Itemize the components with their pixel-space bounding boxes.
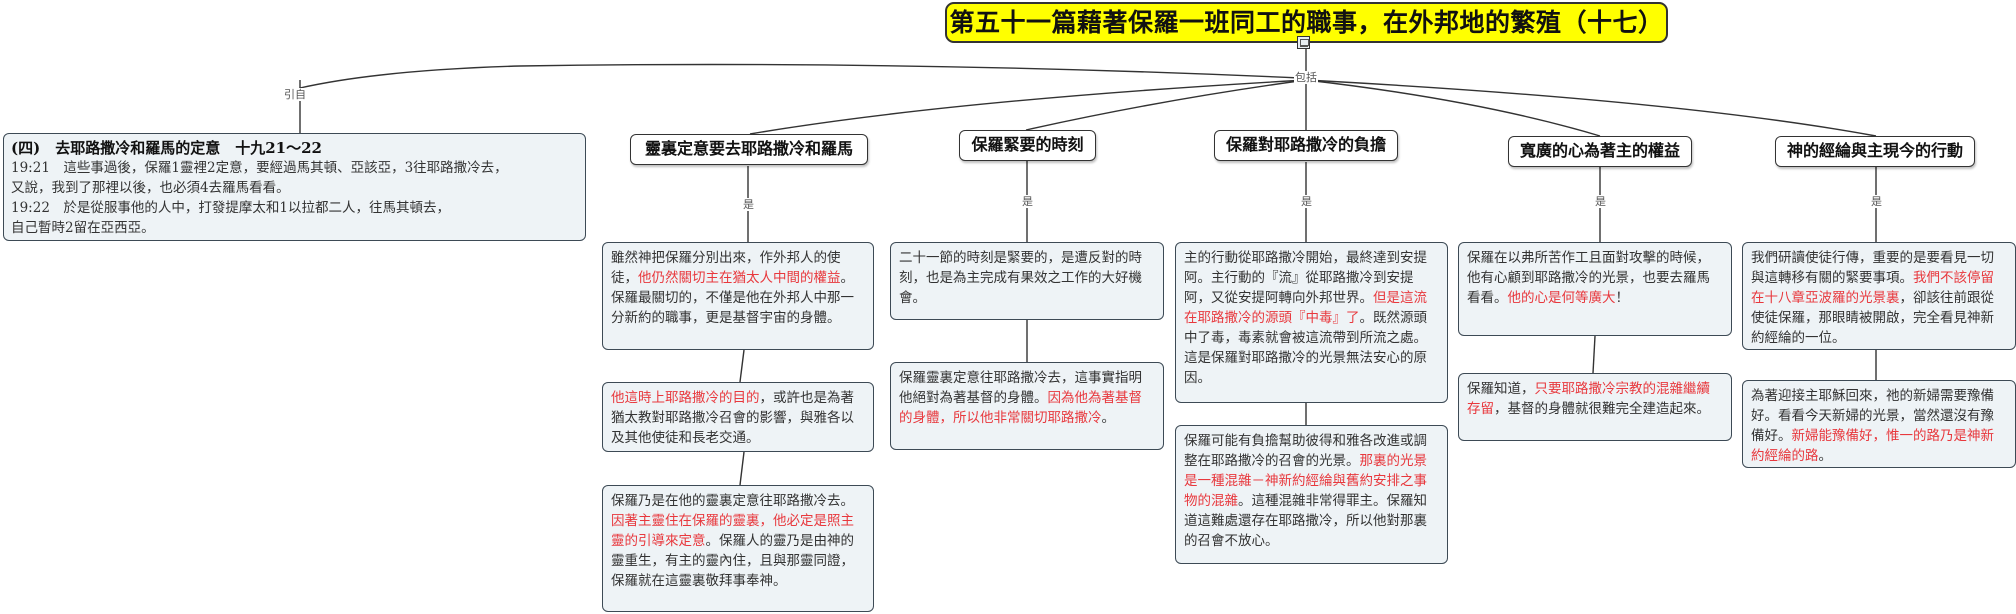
note-text: 我們研讀使徒行傳，重要的是要看見一切與這轉移有關的緊要事項。 xyxy=(1751,250,1994,286)
note-card: 二十一節的時刻是緊要的，是遭反對的時刻，也是為主完成有果效之工作的大好機會。 xyxy=(890,242,1164,320)
note-card: 主的行動從耶路撒冷開始，最終達到安提阿。主行動的『流』從耶路撒冷到安提阿，又從安… xyxy=(1175,242,1448,403)
reference-line: 19:21 這些事過後，保羅1靈裡2定意，要經過馬其頓、亞該亞，3往耶路撒冷去， xyxy=(11,160,508,176)
note-card: 保羅可能有負擔幫助彼得和雅各改進或調整在耶路撒冷的召會的光景。那裏的光景是一種混… xyxy=(1175,425,1448,564)
note-text: 保羅可能有負擔幫助彼得和雅各改進或調整在耶路撒冷的召會的光景。 xyxy=(1184,433,1427,469)
note-text: ，或許也是為著猶太教對耶路撒冷召會的影響，與雅各以及其他使徒和長老交通。 xyxy=(611,390,854,446)
reference-heading: (四) 去耶路撒冷和羅馬的定意 十九21～22 xyxy=(11,139,322,157)
note-card: 保羅靈裏定意往耶路撒冷去，這事實指明他絕對為著基督的身體。因為他為著基督的身體，… xyxy=(890,362,1164,450)
label-include: 包括 xyxy=(1294,71,1318,84)
note-highlight: 他這時上耶路撒冷的目的 xyxy=(611,390,760,406)
note-highlight: 只要耶路撒冷宗教的混雜繼續存留 xyxy=(1467,381,1710,417)
note-card: 我們研讀使徒行傳，重要的是要看見一切與這轉移有關的緊要事項。我們不該停留在十八章… xyxy=(1742,242,2016,350)
topic-crucial-time: 保羅緊要的時刻 xyxy=(959,130,1096,161)
label-is: 是 xyxy=(1300,195,1313,208)
note-text: 。這種混雜非常得罪主。保羅知道這難處還存在耶路撒冷，所以他對那裏的召會不放心。 xyxy=(1184,493,1427,549)
note-card: 保羅知道，只要耶路撒冷宗教的混雜繼續存留，基督的身體就很難完全建造起來。 xyxy=(1458,373,1732,441)
note-text: 保羅知道， xyxy=(1467,381,1535,397)
scripture-reference: (四) 去耶路撒冷和羅馬的定意 十九21～22 19:21 這些事過後，保羅1靈… xyxy=(3,133,586,241)
note-highlight: 新婦能豫備好，惟一的路乃是神新約經綸的路 xyxy=(1751,428,1994,464)
label-cite: 引自 xyxy=(283,88,307,101)
topic-gods-economy: 神的經綸與主現今的行動 xyxy=(1775,136,1975,167)
label-is: 是 xyxy=(1021,195,1034,208)
note-highlight: 我們不該停留在十八章亞波羅的光景裏 xyxy=(1751,270,1994,306)
note-text: 。保羅最關切的，不僅是他在外邦人中那一分新約的職事，更是基督宇宙的身體。 xyxy=(611,270,854,326)
note-text: 。 xyxy=(1818,448,1833,464)
note-text: ，基督的身體就很難完全建造起來。 xyxy=(1494,401,1710,417)
note-text: 保羅乃是在他的靈裏定意往耶路撒冷去。 xyxy=(611,493,854,509)
reference-line: 自己暫時2留在亞西亞。 xyxy=(11,220,155,236)
note-highlight: 因著主靈住在保羅的靈裏，他必定是照主靈的引導來定意 xyxy=(611,513,854,549)
topic-broad-heart: 寬廣的心為著主的權益 xyxy=(1508,136,1692,167)
note-text: 。 xyxy=(1101,410,1116,426)
note-highlight: 他的心是何等廣大 xyxy=(1507,290,1616,306)
label-is: 是 xyxy=(742,198,755,211)
reference-line: 又說，我到了那裡以後，也必須4去羅馬看看。 xyxy=(11,180,290,196)
note-text: ，卻該往前跟從使徒保羅，那眼睛被開啟，完全看見神新約經綸的一位。 xyxy=(1751,290,1994,346)
note-highlight: 但是這流在耶路撒冷的源頭『中毒』了 xyxy=(1184,290,1427,326)
note-highlight: 他仍然關切主在猶太人中間的權益 xyxy=(638,270,841,286)
note-text: 主的行動從耶路撒冷開始，最終達到安提阿。主行動的『流』從耶路撒冷到安提阿，又從安… xyxy=(1184,250,1427,306)
note-icon xyxy=(1297,36,1310,49)
topic-burden-for-jerusalem: 保羅對耶路撒冷的負擔 xyxy=(1214,130,1398,161)
label-is: 是 xyxy=(1594,195,1607,208)
note-text: 保羅在以弗所苦作工且面對攻擊的時候，他有心顧到耶路撒冷的光景，也要去羅馬看看。 xyxy=(1467,250,1710,306)
note-text: 為著迎接主耶穌回來，祂的新婦需要豫備好。看看今天新婦的光景，當然還沒有豫備好。 xyxy=(1751,388,1994,444)
reference-line: 19:22 於是從服事他的人中，打發提摩太和1以拉都二人，往馬其頓去， xyxy=(11,200,450,216)
note-highlight: 那裏的光景是一種混雜－神新約經綸與舊約安排之事物的混雜 xyxy=(1184,453,1427,509)
note-card: 雖然神把保羅分別出來，作外邦人的使徒，他仍然關切主在猶太人中間的權益。保羅最關切… xyxy=(602,242,874,350)
note-text: 保羅靈裏定意往耶路撒冷去，這事實指明他絕對為著基督的身體。 xyxy=(899,370,1142,406)
note-card: 他這時上耶路撒冷的目的，或許也是為著猶太教對耶路撒冷召會的影響，與雅各以及其他使… xyxy=(602,382,874,452)
label-is: 是 xyxy=(1870,195,1883,208)
note-card: 保羅在以弗所苦作工且面對攻擊的時候，他有心顧到耶路撒冷的光景，也要去羅馬看看。他… xyxy=(1458,242,1732,336)
note-text: 二十一節的時刻是緊要的，是遭反對的時刻，也是為主完成有果效之工作的大好機會。 xyxy=(899,250,1142,306)
note-text: ！ xyxy=(1615,290,1630,306)
note-card: 保羅乃是在他的靈裏定意往耶路撒冷去。因著主靈住在保羅的靈裏，他必定是照主靈的引導… xyxy=(602,485,874,612)
note-highlight: 因為他為著基督的身體，所以他非常關切耶路撒冷 xyxy=(899,390,1142,426)
note-text: 。既然源頭中了毒，毒素就會被這流帶到所流之處。這是保羅對耶路撒冷的光景無法安心的… xyxy=(1184,310,1427,386)
note-text: 雖然神把保羅分別出來，作外邦人的使徒， xyxy=(611,250,841,286)
note-card: 為著迎接主耶穌回來，祂的新婦需要豫備好。看看今天新婦的光景，當然還沒有豫備好。新… xyxy=(1742,380,2016,468)
note-text: 。保羅人的靈乃是由神的靈重生，有主的靈內住，且與那靈同證，保羅就在這靈裏敬拜事奉… xyxy=(611,533,854,589)
topic-resolve-in-spirit: 靈裏定意要去耶路撒冷和羅馬 xyxy=(630,134,868,165)
